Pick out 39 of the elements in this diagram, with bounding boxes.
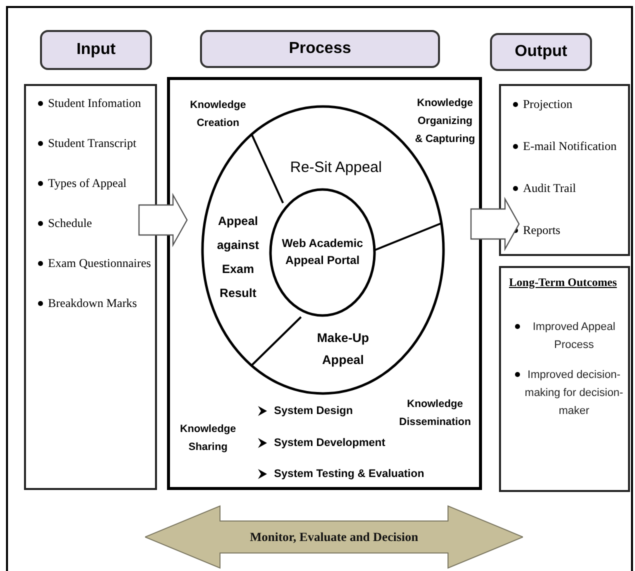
list-item: Exam Questionnaires xyxy=(48,255,151,272)
list-item: Types of Appeal xyxy=(48,175,126,192)
block-arrow xyxy=(138,192,188,248)
segment-label: Make-Up Appeal xyxy=(316,330,370,369)
list-item: Student Infomation xyxy=(48,95,141,112)
outcome-item: Improved Appeal Process xyxy=(532,320,616,353)
header-label: Process xyxy=(288,39,352,59)
process-box xyxy=(167,77,482,490)
block-arrow xyxy=(470,196,520,252)
portal-label: Web Academic Appeal Portal xyxy=(280,236,364,268)
outcome-item: Improved decision-making for decision-maker xyxy=(524,368,624,419)
list-item: Breakdown Marks xyxy=(48,295,137,312)
step-label: System Development xyxy=(274,436,386,451)
phase-label: Knowledge Sharing xyxy=(178,422,237,455)
banner-label: Monitor, Evaluate and Decision xyxy=(250,528,418,546)
phase-label: Knowledge Dissemination xyxy=(398,397,472,430)
double-headed-arrow xyxy=(145,505,523,569)
list-item: Schedule xyxy=(48,215,92,232)
phase-label: Knowledge Creation xyxy=(188,98,247,131)
section-header-box xyxy=(490,33,592,71)
step-label: System Design xyxy=(274,404,353,419)
list-item: Reports xyxy=(523,222,560,239)
phase-label: Knowledge Organizing & Capturing xyxy=(414,96,476,147)
section-header-box xyxy=(200,30,440,68)
portal-circle xyxy=(269,188,376,317)
outcomes-box xyxy=(499,266,630,492)
list-item: E-mail Notification xyxy=(523,138,617,155)
step-label: System Testing & Evaluation xyxy=(274,467,424,482)
section-header-box xyxy=(40,30,152,70)
header-label: Output xyxy=(514,42,568,62)
segment-label: Re-Sit Appeal xyxy=(289,158,383,178)
outcomes-heading: Long-Term Outcomes xyxy=(509,276,617,291)
list-box xyxy=(499,84,630,256)
list-item: Projection xyxy=(523,96,572,113)
list-item: Student Transcript xyxy=(48,135,136,152)
list-box xyxy=(24,84,157,490)
list-item: Audit Trail xyxy=(523,180,576,197)
header-label: Input xyxy=(76,40,116,60)
segment-label: Appeal against Exam Result xyxy=(216,213,260,302)
